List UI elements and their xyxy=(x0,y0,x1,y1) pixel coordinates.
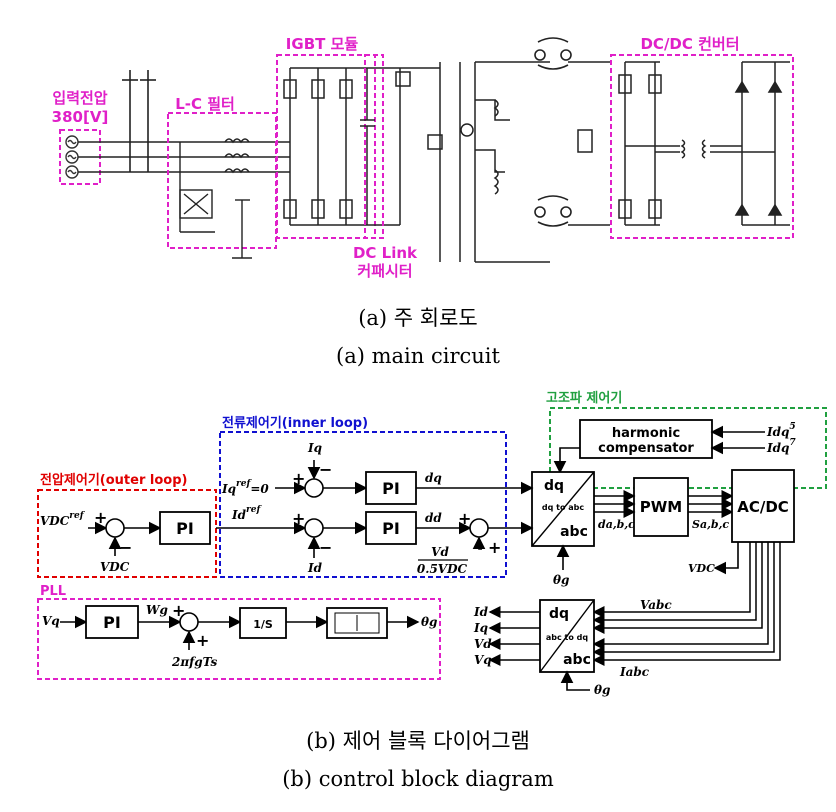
harmonic-controller-label: 고조파 제어기 xyxy=(546,390,622,406)
acdc-block xyxy=(731,469,795,543)
plus-sign-2: + xyxy=(292,509,305,528)
sum-junction-vdc xyxy=(105,518,125,538)
caption-a-korean: (a) 주 회로도 xyxy=(358,306,478,330)
dq-to-abc-label: dq to abc xyxy=(542,503,584,512)
vdc-ref-label: VDCref xyxy=(40,511,86,528)
dcdc-converter-icon xyxy=(618,61,790,226)
capacitor-bank-icon xyxy=(179,142,252,259)
voltage-controller-box xyxy=(37,489,217,578)
harmonic-compensator-block xyxy=(579,419,713,459)
iq-feedback-label: Iq xyxy=(307,441,322,455)
switch-icon xyxy=(534,37,610,227)
theta-g-label-2: θg xyxy=(594,683,610,697)
pi-label-vdc: PI xyxy=(176,519,194,538)
plus-sign-5: + xyxy=(94,508,107,527)
dc-bus-icon xyxy=(395,61,593,263)
caption-b-korean: (b) 제어 블록 다이어그램 xyxy=(306,729,530,753)
dc-link-box xyxy=(364,54,384,239)
theta-g-label-1: θg xyxy=(553,573,569,587)
plus-sign: + xyxy=(292,469,305,488)
igbt-module-box xyxy=(276,54,376,239)
sum-junction-id xyxy=(304,518,324,538)
igbt-module-label: IGBT 모듈 xyxy=(286,35,359,53)
id-ref-label: Idref xyxy=(231,505,262,522)
pll-box xyxy=(37,598,441,680)
out-id-label: Id xyxy=(473,605,489,619)
dc-link-capacitor-icon xyxy=(360,68,375,225)
three-phase-lines xyxy=(78,70,290,173)
abc-label-2: abc xyxy=(563,652,591,668)
caption-b-english: (b) control block diagram xyxy=(282,767,554,791)
dcdc-converter-box xyxy=(610,54,794,239)
idq7-label: Idq7 xyxy=(766,438,796,455)
lc-filter-box xyxy=(167,112,277,249)
plus-sign-4: + xyxy=(488,538,501,557)
theta-g-pll-label: θg xyxy=(421,615,437,629)
out-vd-label: Vd xyxy=(474,637,492,651)
current-controller-label: 전류제어기(inner loop) xyxy=(222,415,368,431)
sum-junction-iq xyxy=(304,478,324,498)
dc-link-sublabel: 커패시터 xyxy=(357,262,412,280)
out-iq-label: Iq xyxy=(473,621,488,635)
pi-label-iq: PI xyxy=(382,479,400,498)
caption-a-english: (a) main circuit xyxy=(336,344,500,368)
main-circuit: 입력전압 380[V] L-C 필터 xyxy=(52,35,794,280)
sabc-label: Sa,b,c xyxy=(692,518,729,531)
minus-sign-3: − xyxy=(119,538,132,557)
idq5-label: Idq5 xyxy=(766,422,796,439)
pi-label-id: PI xyxy=(382,519,400,538)
sum-junction-pll xyxy=(179,612,199,632)
abc-label-bottom: abc xyxy=(560,524,588,540)
dd-duty-label: dd xyxy=(425,511,442,525)
id-feedback-label: Id xyxy=(307,561,323,575)
abc-to-dq-label: abc to dq xyxy=(546,633,588,642)
pll-label: PLL xyxy=(40,584,66,599)
dq-duty-label: dq xyxy=(425,471,442,485)
pi-block-iq xyxy=(365,471,417,505)
dcdc-converter-label: DC/DC 컨버터 xyxy=(640,35,739,53)
dc-link-label: DC Link xyxy=(353,244,418,262)
dabc-label: da,b,c xyxy=(598,518,635,531)
out-vq-label: Vq xyxy=(474,653,492,667)
inductor-icon xyxy=(224,138,250,174)
vd-numerator: Vd xyxy=(431,545,449,559)
lc-filter-label: L-C 필터 xyxy=(175,95,235,113)
vd-denominator: 0.5VDC xyxy=(417,562,468,576)
vdc-feedback-label: VDC xyxy=(100,560,130,574)
ac-source-icon xyxy=(65,135,79,179)
input-voltage-label: 입력전압 xyxy=(52,89,107,107)
harmonic-compensator-text-1: harmonic xyxy=(612,426,680,441)
pi-block-vdc xyxy=(159,511,211,545)
two-pi-fg-ts-label: 2πfgTs xyxy=(171,655,218,669)
input-voltage-value: 380[V] xyxy=(52,108,109,126)
control-diagram: 고조파 제어기 전류제어기(inner loop) 전압제어기(outer lo… xyxy=(37,390,827,697)
dq-label-2: dq xyxy=(549,606,569,622)
integrator-label: 1/S xyxy=(253,618,273,631)
wg-label: Wg xyxy=(146,603,168,617)
sum-junction-dd xyxy=(469,518,489,538)
pwm-block xyxy=(633,477,689,537)
minus-sign: − xyxy=(319,460,332,479)
harmonic-controller-box xyxy=(549,407,827,489)
vq-input-label: Vq xyxy=(42,614,60,628)
minus-sign-2: − xyxy=(319,538,332,557)
iq-ref-label: Iqref=0 xyxy=(221,479,269,496)
igbt-bridge-icon xyxy=(283,67,400,226)
current-controller-box xyxy=(219,431,507,578)
pwm-label: PWM xyxy=(640,498,682,516)
voltage-controller-label: 전압제어기(outer loop) xyxy=(40,472,187,488)
iabc-label: Iabc xyxy=(619,665,650,679)
pi-label-pll: PI xyxy=(103,613,121,632)
limiter-icon xyxy=(334,612,380,634)
plus-sign-3: + xyxy=(458,509,471,528)
integrator-block xyxy=(239,607,287,639)
vdc-out-label: VDC xyxy=(688,562,715,575)
plus-sign-7: + xyxy=(196,631,209,650)
harmonic-compensator-text-2: compensator xyxy=(598,441,694,456)
vabc-label: Vabc xyxy=(640,598,672,612)
acdc-label: AC/DC xyxy=(737,498,789,516)
dq-label-top: dq xyxy=(544,478,564,494)
